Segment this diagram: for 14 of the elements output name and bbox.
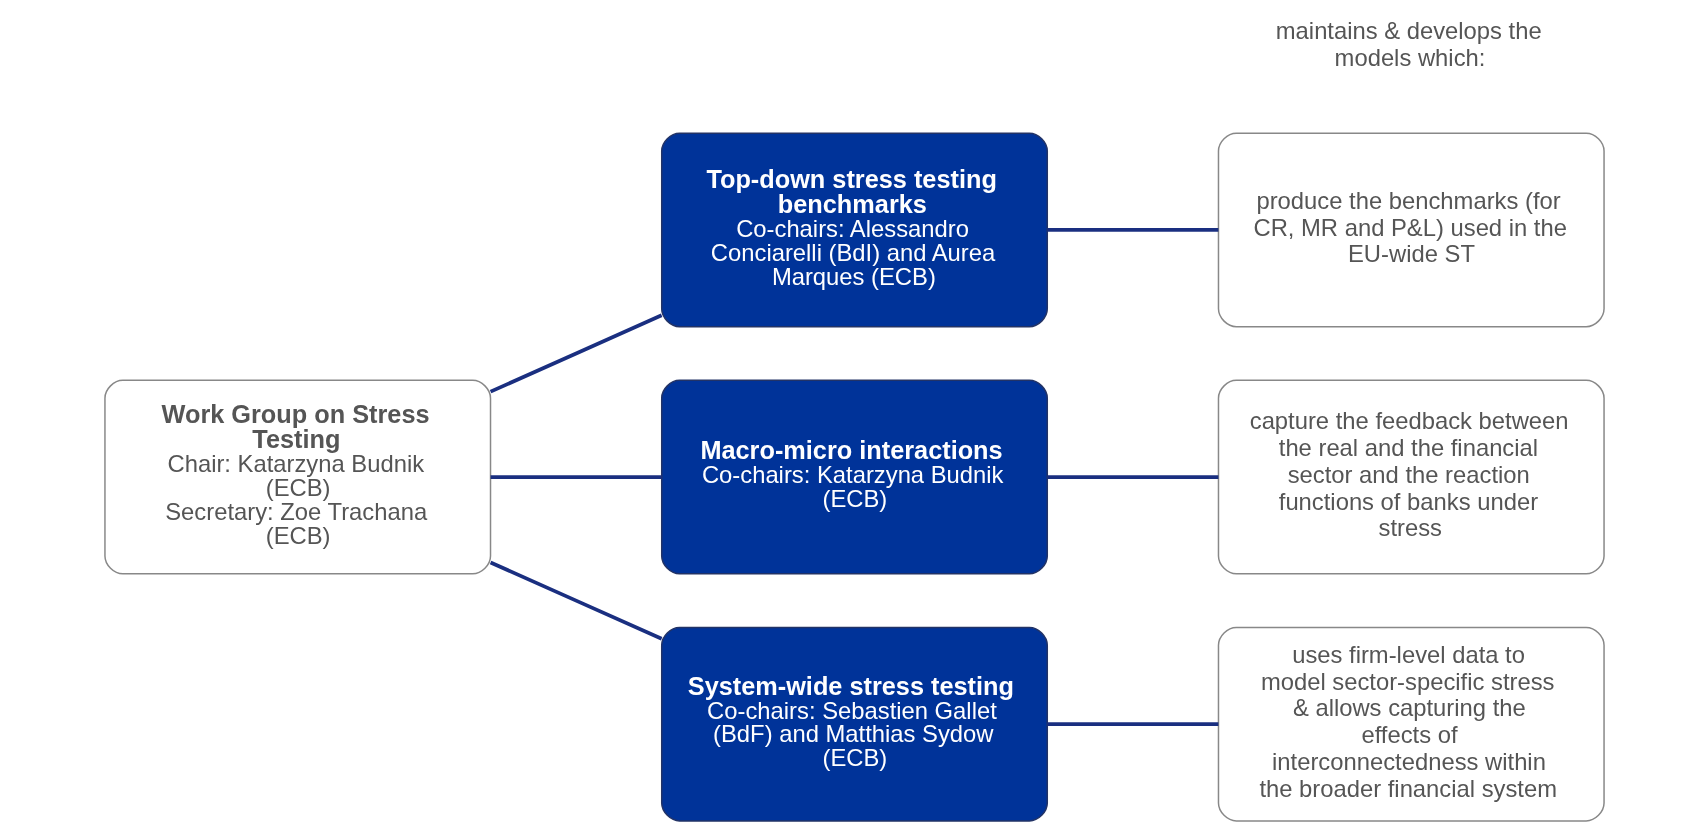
node-box: uses firm-level data to model sector-specific stress & allows capturing the effects of interconnectedness within the broader financial system (1217, 626, 1605, 822)
node-box: Work Group on Stress Testing Chair: Katarzyna Budnik (ECB) Secretary: Zoe Trachana (ECB) (103, 379, 491, 575)
connector (490, 475, 662, 479)
node-box: capture the feedback between the real and the financial sector and the reaction functions of banks under stress (1217, 379, 1605, 575)
node-box: Macro-micro interactions Co-chairs: Katarzyna Budnik (ECB) (660, 379, 1048, 575)
node-box: produce the benchmarks (for CR, MR and P&L) used in the EU-wide ST (1217, 132, 1605, 328)
connector (489, 560, 662, 641)
connector (489, 313, 662, 394)
node-box: System-wide stress testing Co-chairs: Sebastien Gallet (BdF) and Matthias Sydow (ECB) (660, 626, 1048, 822)
node-box: Top-down stress testing benchmarks Co-chairs: Alessandro Conciarelli (BdI) and Aurea Marques (ECB) (660, 132, 1048, 328)
connector (1046, 722, 1218, 727)
connector (1046, 475, 1218, 479)
connector (1046, 228, 1218, 232)
label: maintains & develops the models which: (1275, 17, 1542, 71)
